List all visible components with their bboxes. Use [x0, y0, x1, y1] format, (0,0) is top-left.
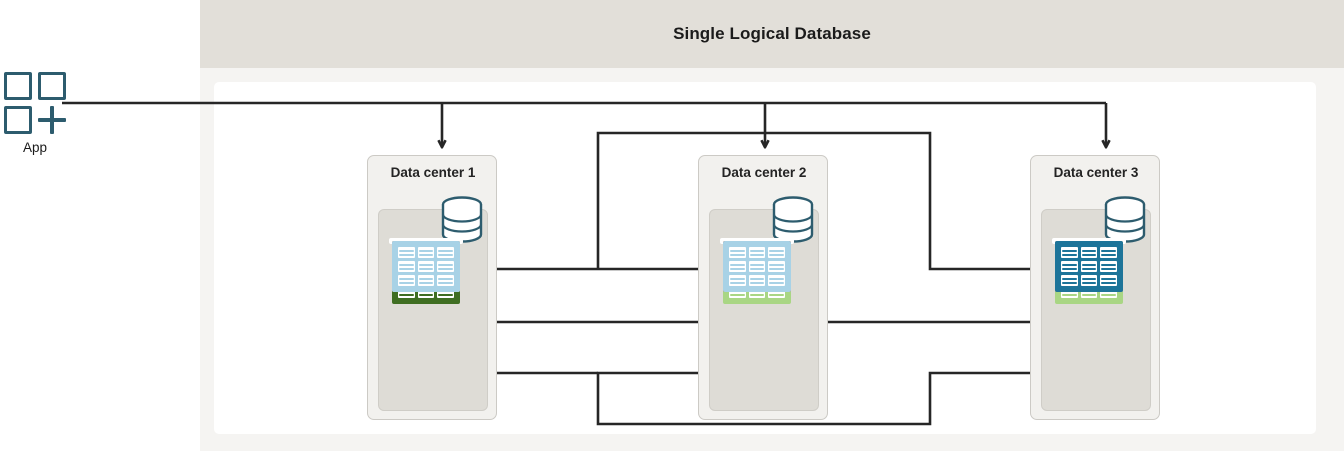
app-plus-icon-vertical: [50, 106, 54, 134]
datacenter-3-table-stack: [1052, 238, 1126, 304]
datacenter-3[interactable]: Data center 3: [1030, 155, 1160, 420]
datacenter-1-table-blue[interactable]: [392, 241, 460, 292]
datacenter-1-table-stack: [389, 238, 463, 304]
header-band: [200, 0, 1344, 68]
datacenter-1-title: Data center 1: [390, 165, 476, 180]
datacenter-3-title: Data center 3: [1053, 165, 1139, 180]
app-grid-square-3-icon: [4, 106, 32, 134]
app-node[interactable]: App: [4, 72, 74, 158]
app-label: App: [22, 140, 48, 155]
datacenter-1[interactable]: Data center 1: [367, 155, 497, 420]
app-grid-square-2-icon: [38, 72, 66, 100]
database-cylinder-icon: [1104, 196, 1146, 243]
datacenter-3-table-blue[interactable]: [1055, 241, 1123, 292]
app-grid-square-1-icon: [4, 72, 32, 100]
page-title: Single Logical Database: [673, 24, 871, 43]
database-cylinder-icon: [772, 196, 814, 243]
database-cylinder-icon: [441, 196, 483, 243]
datacenter-2-title: Data center 2: [721, 165, 807, 180]
datacenter-2-table-stack: [720, 238, 794, 304]
datacenter-2-table-blue[interactable]: [723, 241, 791, 292]
datacenter-2[interactable]: Data center 2: [698, 155, 828, 420]
